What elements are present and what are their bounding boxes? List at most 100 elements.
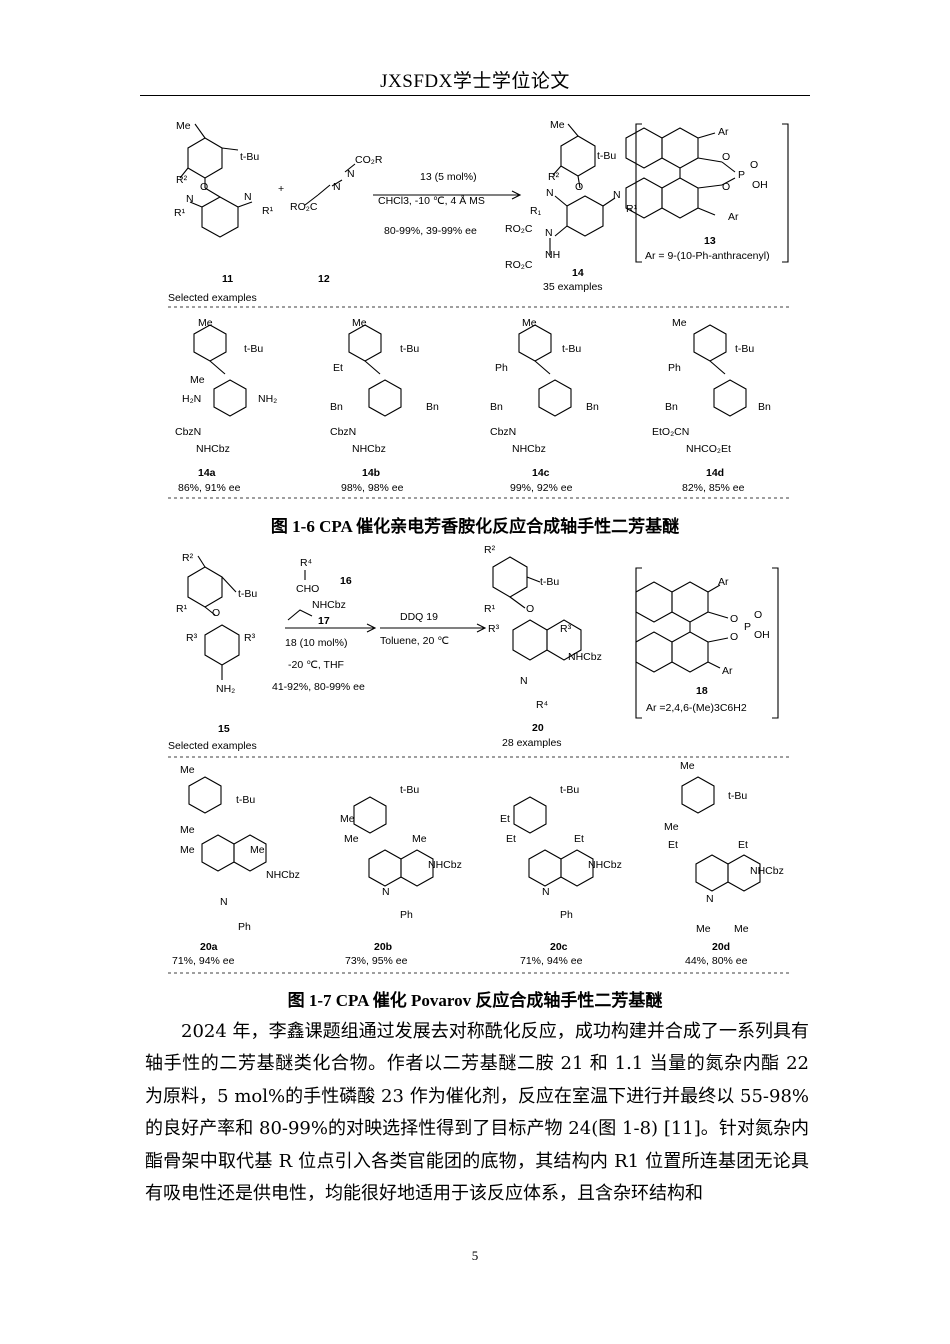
svg-text:Bn: Bn (665, 401, 678, 413)
svg-text:t-Bu: t-Bu (400, 784, 419, 796)
svg-text:Me: Me (680, 760, 695, 772)
svg-text:t-Bu: t-Bu (240, 151, 259, 163)
example-14b-result: 98%, 98% ee (341, 482, 404, 494)
compound-15-label: 15 (218, 723, 230, 735)
svg-text:R²: R² (484, 545, 496, 556)
svg-text:RO₂C: RO₂C (505, 223, 533, 235)
svg-text:NHCbz: NHCbz (196, 443, 230, 455)
svg-text:O: O (730, 613, 738, 625)
condition-solvent: CHCl3, -10 ℃, 4 Å MS (378, 194, 485, 207)
example-20b-label: 20b (374, 941, 392, 953)
figure-1-6-caption: 图 1-6 CPA 催化亲电芳香胺化反应合成轴手性二芳基醚 (270, 517, 680, 536)
selected-examples-label-2: Selected examples (168, 740, 257, 752)
svg-text:NHCbz: NHCbz (750, 865, 784, 877)
svg-text:Me: Me (180, 844, 195, 856)
svg-text:Ph: Ph (668, 362, 681, 374)
svg-text:Me: Me (340, 813, 355, 825)
header-rule (140, 95, 810, 96)
svg-text:Me: Me (180, 764, 195, 776)
svg-text:CbzN: CbzN (330, 426, 356, 438)
svg-text:P: P (744, 621, 751, 633)
svg-text:N: N (706, 893, 714, 905)
figure-1-7-caption: 图 1-7 CPA 催化 Povarov 反应合成轴手性二芳基醚 (287, 991, 663, 1010)
svg-text:O: O (526, 603, 534, 615)
oxidant-condition: Toluene, 20 ℃ (380, 635, 449, 647)
example-14c-result: 99%, 92% ee (510, 482, 573, 494)
svg-text:NHCO₂Et: NHCO₂Et (686, 443, 731, 455)
svg-text:Me: Me (180, 824, 195, 836)
svg-text:H₂N: H₂N (182, 393, 201, 405)
compound-20-label: 20 (532, 722, 544, 734)
svg-text:Me: Me (522, 317, 537, 329)
svg-text:t-Bu: t-Bu (238, 588, 257, 600)
svg-text:N: N (520, 675, 528, 687)
svg-text:Et: Et (574, 833, 584, 845)
svg-text:O: O (750, 159, 758, 171)
svg-text:NHCbz: NHCbz (428, 859, 462, 871)
svg-text:NH: NH (545, 249, 560, 261)
svg-text:Me: Me (672, 317, 687, 329)
svg-text:R¹: R¹ (262, 205, 274, 217)
body-text: 2024 年，李鑫课题组通过发展去对称酰化反应，成功构建并合成了一系列具有轴手性… (145, 1016, 809, 1210)
svg-text:R¹: R¹ (174, 207, 186, 219)
svg-text:NH₂: NH₂ (216, 683, 235, 695)
svg-text:t-Bu: t-Bu (540, 576, 559, 588)
svg-text:Ph: Ph (495, 362, 508, 374)
catalyst-13-label: 13 (704, 235, 716, 247)
svg-text:Me: Me (176, 120, 191, 132)
svg-text:R²: R² (182, 552, 194, 564)
svg-text:N: N (545, 227, 553, 239)
svg-text:Me: Me (412, 833, 427, 845)
svg-text:OH: OH (754, 629, 770, 641)
svg-text:O: O (200, 181, 208, 193)
svg-text:N: N (186, 193, 194, 205)
svg-text:Ph: Ph (238, 921, 251, 933)
plus-sign: + (278, 183, 284, 195)
svg-text:R₁: R₁ (530, 205, 542, 217)
svg-text:Me: Me (664, 821, 679, 833)
svg-text:t-Bu: t-Bu (236, 794, 255, 806)
compound-16-label: 16 (340, 575, 352, 587)
svg-text:Ar: Ar (718, 576, 729, 588)
running-header: JXSFDX学士学位论文 (380, 71, 570, 92)
svg-text:R²: R² (548, 171, 560, 183)
svg-text:t-Bu: t-Bu (735, 343, 754, 355)
example-20b-result: 73%, 95% ee (345, 955, 408, 967)
svg-text:NHCbz: NHCbz (568, 651, 602, 663)
svg-text:Me: Me (344, 833, 359, 845)
svg-text:t-Bu: t-Bu (560, 784, 579, 796)
svg-text:Et: Et (668, 839, 678, 851)
svg-text:R³: R³ (244, 632, 256, 644)
svg-text:R⁴: R⁴ (536, 699, 548, 711)
svg-text:N: N (613, 189, 621, 201)
svg-text:t-Bu: t-Bu (728, 790, 747, 802)
compound-11-label: 11 (222, 273, 233, 285)
svg-text:R¹: R¹ (484, 603, 496, 615)
example-14a-label: 14a (198, 467, 216, 479)
svg-text:R³: R³ (488, 623, 500, 635)
svg-text:NHCbz: NHCbz (312, 599, 346, 611)
svg-text:N: N (546, 187, 554, 199)
example-14d-result: 82%, 85% ee (682, 482, 745, 494)
svg-text:R³: R³ (560, 623, 572, 635)
example-14b-label: 14b (362, 467, 380, 479)
svg-text:Ar: Ar (722, 665, 733, 677)
compound-17-label: 17 (318, 615, 330, 627)
svg-text:Ar: Ar (718, 126, 729, 138)
example-20d-label: 20d (712, 941, 730, 953)
condition-temperature: -20 ℃, THF (288, 659, 344, 671)
svg-text:Me: Me (190, 374, 205, 386)
svg-text:Bn: Bn (426, 401, 439, 413)
svg-text:R³: R³ (186, 632, 198, 644)
svg-text:N: N (333, 181, 341, 193)
svg-text:RO₂C: RO₂C (505, 259, 533, 271)
product-count: 35 examples (543, 281, 603, 293)
svg-text:t-Bu: t-Bu (562, 343, 581, 355)
figure-1-6-drawing: Me t-Bu R² O R¹ N N R¹ RO₂C N N CO₂R Me … (168, 119, 790, 499)
svg-text:R¹: R¹ (626, 203, 638, 215)
figure-1-6-scheme: Me t-Bu R² O R¹ N N R¹ RO₂C N N CO₂R Me … (0, 110, 950, 505)
example-20a-label: 20a (200, 941, 218, 953)
svg-text:Me: Me (550, 119, 565, 131)
svg-text:Bn: Bn (758, 401, 771, 413)
